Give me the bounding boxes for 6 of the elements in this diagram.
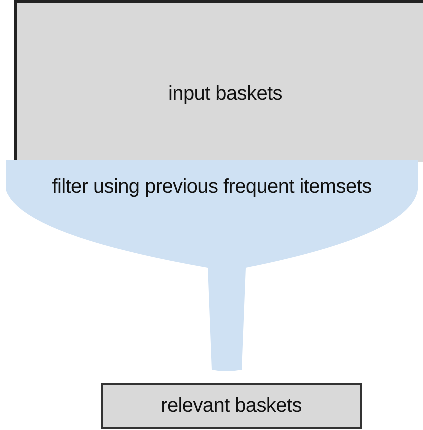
node-label: filter using previous frequent itemsets bbox=[51, 175, 373, 200]
funnel-shape bbox=[6, 160, 418, 372]
input-box bbox=[14, 0, 423, 162]
node-label: input baskets bbox=[168, 82, 284, 107]
node-label: relevant baskets bbox=[160, 394, 303, 419]
output-box bbox=[101, 383, 362, 429]
